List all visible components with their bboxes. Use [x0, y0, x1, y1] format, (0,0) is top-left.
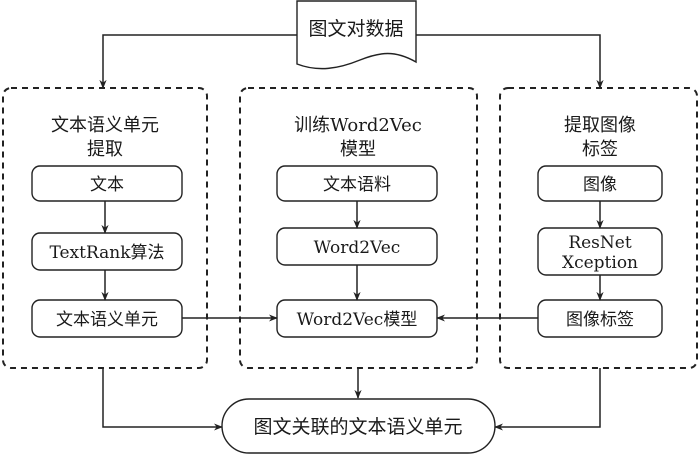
group-title-word2vec-line1: 训练Word2Vec: [294, 115, 422, 136]
edge-source-to-right-group: [416, 34, 604, 89]
node-text: [31, 165, 183, 202]
group-title-image-tag-line1: 提取图像: [564, 115, 636, 136]
edge-right-group-to-result: [494, 368, 601, 431]
result-terminator: [221, 398, 496, 454]
node-text-label: 文本: [90, 175, 124, 195]
node-word2vec-model-label: Word2Vec模型: [297, 310, 418, 330]
node-word2vec-label: Word2Vec: [314, 238, 401, 258]
group-title-text-unit-line1: 文本语义单元: [51, 115, 159, 136]
node-xception-label: Xception: [562, 253, 638, 273]
group-title-text-unit-line2: 提取: [87, 139, 123, 160]
group-title-image-tag-line2: 标签: [582, 139, 618, 160]
edge-left-group-to-result: [102, 368, 223, 431]
node-text-corpus-label: 文本语料: [323, 175, 391, 195]
node-image-tags-label: 图像标签: [566, 310, 634, 330]
node-text-semantic-unit-label: 文本语义单元: [56, 310, 158, 330]
node-textrank-label: TextRank算法: [49, 243, 164, 263]
source-document: 图文对数据: [296, 0, 417, 70]
node-image-label: 图像: [583, 175, 617, 195]
group-text-unit-extraction: [2, 87, 208, 369]
result-label: 图文关联的文本语义单元: [253, 416, 462, 438]
document-shape: [296, 0, 417, 70]
node-resnet-label: ResNet: [568, 233, 632, 253]
edge-source-to-left-group: [99, 34, 297, 89]
source-document-label: 图文对数据: [308, 18, 403, 40]
group-image-tag-extraction: [499, 87, 698, 369]
group-title-word2vec-line2: 模型: [340, 139, 376, 160]
